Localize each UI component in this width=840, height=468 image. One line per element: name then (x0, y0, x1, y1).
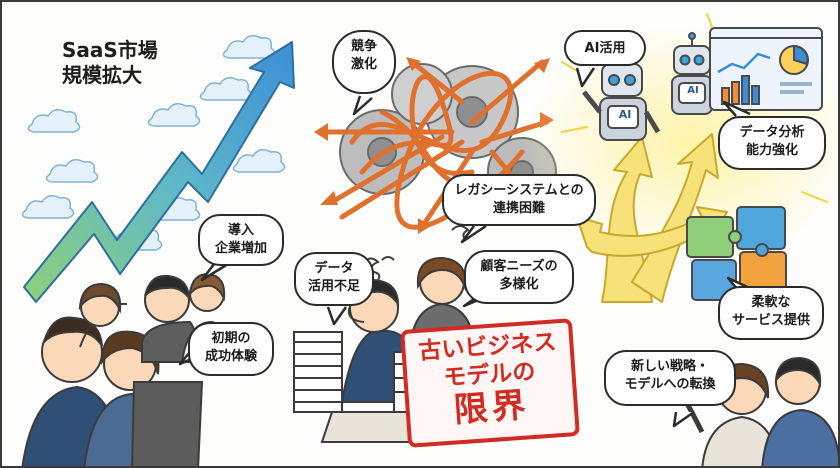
bubble-data-unused: データ 活用不足 (294, 252, 374, 306)
bubble-data-analysis-line1: データ分析 (739, 125, 805, 140)
bubble-data-unused-line2: 活用不足 (307, 278, 360, 294)
bubble-data-analysis: データ分析 能力強化 (718, 116, 826, 170)
bubble-customer-needs-line1: 顧客ニーズの (480, 259, 558, 274)
bubble-flexible-service-line2: サービス提供 (731, 312, 810, 328)
bubble-initial-success-line1: 初期の (211, 331, 251, 346)
bubble-competition-line1: 競争 (350, 39, 377, 54)
growth-arrow (23, 41, 295, 303)
bubble-flexible-service: 柔軟な サービス提供 (718, 286, 824, 340)
bubble-new-strategy-line1: 新しい戦略・ (630, 359, 709, 374)
bubble-customer-needs-line2: 多様化 (499, 276, 539, 292)
bubble-new-strategy-line2: モデルへの転換 (624, 376, 716, 392)
market-growth-title-line2: 規模拡大 (62, 63, 142, 87)
bubble-initial-success-line2: 成功体験 (204, 348, 257, 364)
puzzle-pieces (686, 206, 787, 301)
bubble-ai-use-line1: AI活用 (584, 41, 626, 56)
bubble-adoption: 導入 企業増加 (198, 214, 284, 266)
robot-right (671, 32, 732, 115)
bubble-legacy-line1: レガシーシステムとの (454, 183, 584, 198)
bubble-legacy-system: レガシーシステムとの 連携困難 (442, 174, 596, 226)
bubble-legacy-line2: 連携困難 (492, 200, 545, 216)
dashboard-screen (709, 27, 823, 111)
bubble-data-unused-line1: データ (314, 261, 354, 276)
old-business-model-limit-stamp: 古いビジネス モデルの 限界 (400, 318, 580, 448)
bubble-competition: 競争 激化 (332, 30, 396, 94)
bubble-initial-success: 初期の 成功体験 (188, 322, 274, 376)
robot-left-chest-label: AI (618, 108, 632, 121)
robot-left (582, 48, 661, 141)
robot-right-chest-label: AI (687, 85, 699, 96)
bubble-competition-line2: 激化 (350, 56, 377, 72)
branching-path (576, 133, 728, 303)
bubble-ai-use: AI活用 (564, 30, 646, 66)
bubble-customer-needs: 顧客ニーズの 多様化 (464, 250, 574, 304)
market-growth-title-line1: SaaS市場 (62, 38, 158, 62)
bubble-adoption-line1: 導入 (227, 223, 254, 238)
bubble-flexible-service-line1: 柔軟な (751, 295, 791, 310)
market-growth-title: SaaS市場 規模拡大 (62, 38, 158, 88)
bubble-new-strategy: 新しい戦略・ モデルへの転換 (604, 350, 736, 406)
business-team (21, 272, 232, 466)
bubble-data-analysis-line2: 能力強化 (745, 142, 798, 158)
bubble-adoption-line2: 企業増加 (214, 240, 267, 256)
